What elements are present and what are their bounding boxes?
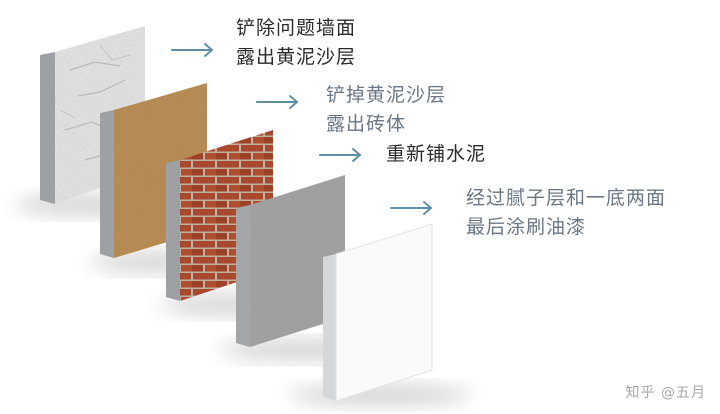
caption-cement: 经过腻子层和一底两面 最后涂刷油漆 xyxy=(466,184,666,242)
watermark: 知乎 @五月 xyxy=(625,385,706,401)
caption-line: 最后涂刷油漆 xyxy=(466,216,587,238)
paint-panel xyxy=(323,223,433,402)
caption-line: 露出砖体 xyxy=(326,113,407,135)
cement-panel xyxy=(236,175,345,347)
arrow-icon xyxy=(319,148,361,162)
arrow-icon xyxy=(171,43,213,57)
caption-brick: 重新铺水泥 xyxy=(386,140,486,169)
caption-line: 铲除问题墙面 xyxy=(236,17,357,39)
arrow-icon xyxy=(390,201,432,215)
caption-line: 露出黄泥沙层 xyxy=(236,46,357,68)
caption-plaster: 铲除问题墙面 露出黄泥沙层 xyxy=(236,14,356,72)
arrow-icon xyxy=(256,95,298,109)
caption-line: 经过腻子层和一底两面 xyxy=(466,187,667,209)
caption-line: 铲掉黄泥沙层 xyxy=(326,84,447,106)
caption-line: 重新铺水泥 xyxy=(386,143,487,165)
caption-sand: 铲掉黄泥沙层 露出砖体 xyxy=(326,81,446,139)
